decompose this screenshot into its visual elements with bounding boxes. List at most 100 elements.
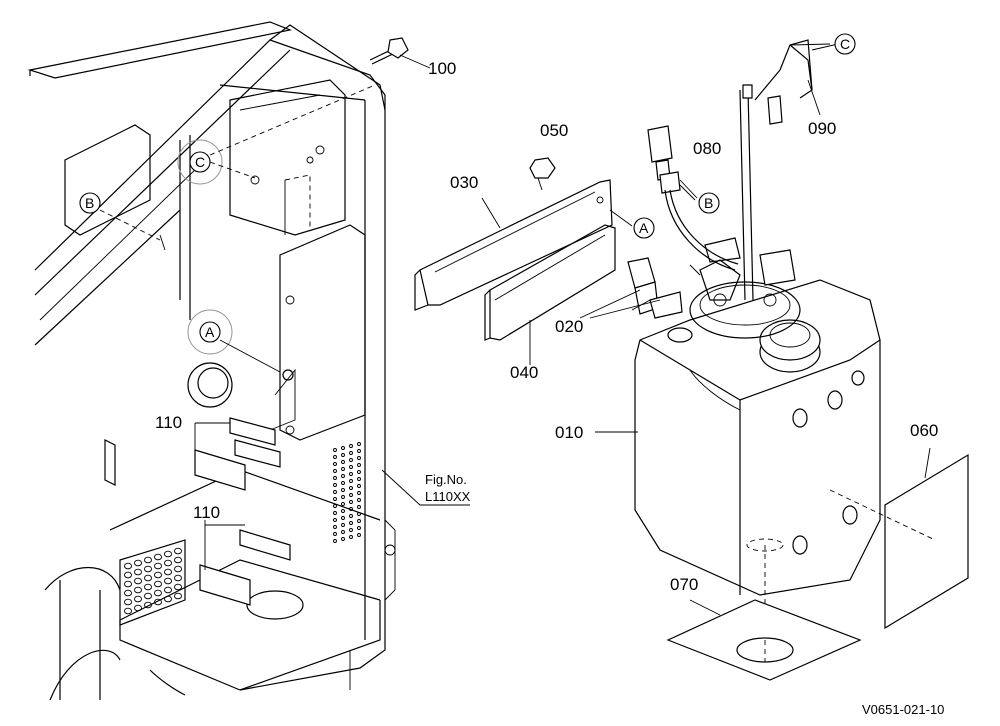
vent-dot [341,474,345,478]
vent-dot [357,470,361,474]
vent-dot [341,537,345,541]
vent-dot [357,456,361,460]
vent-dot [357,526,361,530]
grill-hole [154,562,162,570]
grill-hole [144,574,152,582]
ref-marker-b-right: B [704,195,713,211]
grill-hole [174,547,182,555]
grill-hole [154,580,162,588]
vent-dot [349,535,353,539]
vent-dot [357,442,361,446]
vent-dot [333,497,337,501]
grill-hole [124,607,132,615]
grill-hole [154,598,162,606]
fig-reference-line1: Fig.No. [425,472,467,487]
vent-dot [357,491,361,495]
grill-hole [144,592,152,600]
part-number-110-bottom: 110 [193,503,220,522]
vent-dot [349,528,353,532]
bolt-100 [369,37,431,69]
vent-dot [349,444,353,448]
grill-hole [124,562,132,570]
vent-dot [333,539,337,543]
seal-strip-110-top [194,417,281,491]
vent-dot [349,521,353,525]
vent-dot [341,481,345,485]
grill-hole [164,568,172,576]
part-number-070: 070 [670,575,698,594]
vent-dot [357,463,361,467]
vent-dot [357,484,361,488]
ref-marker-c-right: C [840,36,850,52]
part-number-090: 090 [808,119,836,138]
part-number-060: 060 [910,421,938,440]
vent-dot [349,514,353,518]
vent-dot [333,448,337,452]
grill-hole [164,586,172,594]
vent-dot [349,472,353,476]
vent-dot [341,509,345,513]
vent-dot [333,511,337,515]
vent-dot [341,453,345,457]
bolt-050 [529,157,556,191]
grill-hole [154,553,162,561]
ref-marker-a-left: A [205,324,215,340]
grill-hole [134,559,142,567]
vent-dot [333,455,337,459]
grill-hole [144,583,152,591]
vent-dot [333,532,337,536]
grill-hole [124,571,132,579]
grill-holes [124,547,182,615]
part-number-110-top: 110 [155,413,182,432]
vent-dot [349,500,353,504]
vent-dot [341,460,345,464]
grill-hole [174,556,182,564]
grill-hole [164,559,172,567]
vent-dot [341,495,345,499]
part-number-040: 040 [510,363,538,382]
grill-hole [134,595,142,603]
vent-dot [333,462,337,466]
vent-dot [357,505,361,509]
fig-reference-line2: L110XX [425,489,471,504]
grill-hole [124,589,132,597]
grill-hole [144,556,152,564]
hose-090 [739,39,839,301]
bracket-030 [414,179,613,311]
vent-dot [357,533,361,537]
grill-hole [154,589,162,597]
vent-dot [333,518,337,522]
grill-hole [174,583,182,591]
bracket-040 [484,224,616,341]
part-number-020: 020 [555,317,583,336]
vent-dot [341,488,345,492]
vent-dot [333,504,337,508]
grill-hole [174,574,182,582]
vent-dot [333,469,337,473]
pad-070 [666,599,862,681]
vent-dot [341,530,345,534]
grill-hole [174,565,182,573]
grill-hole [134,568,142,576]
part-number-030: 030 [450,173,478,192]
part-number-050: 050 [540,121,568,140]
vent-dot [357,512,361,516]
grill-hole [144,565,152,573]
vent-dot [349,479,353,483]
grill-hole [174,592,182,600]
vent-dot [357,519,361,523]
tank-010 [634,279,881,650]
vent-dot [357,449,361,453]
grill-hole [164,577,172,585]
part-number-010: 010 [555,423,583,442]
vent-dot [357,498,361,502]
vent-dot [349,465,353,469]
vent-dot [333,483,337,487]
ref-marker-c-left: C [195,154,205,170]
grill-hole [134,577,142,585]
grill-hole [134,604,142,612]
vent-dot [341,523,345,527]
vent-dot [341,516,345,520]
label-sheet-060 [829,447,969,630]
vent-dot [349,507,353,511]
